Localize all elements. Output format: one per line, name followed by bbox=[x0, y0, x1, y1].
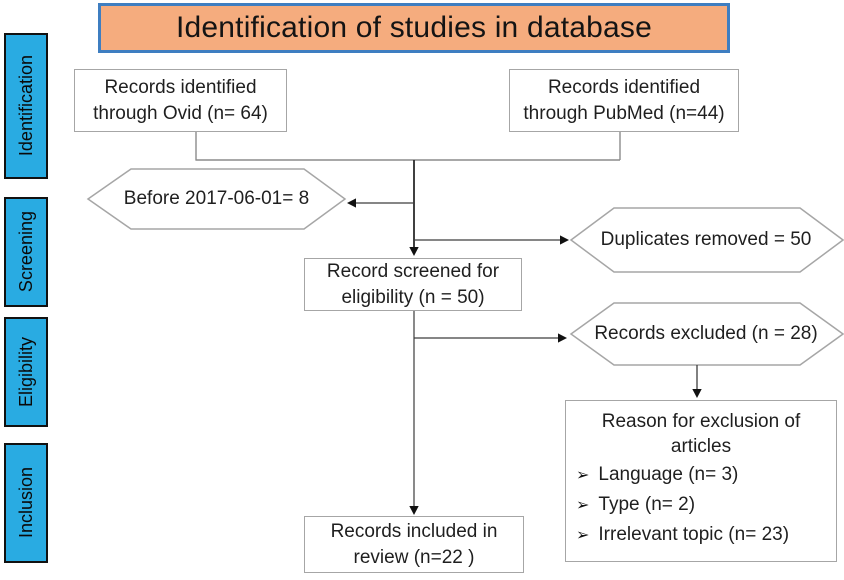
hexagon-excluded-shape bbox=[569, 302, 844, 366]
stage-screening-label: Screening bbox=[15, 211, 36, 293]
exclusion-reason-text: Language (n= 3) bbox=[598, 464, 739, 486]
records-included-box: Records included in review (n=22 ) bbox=[304, 516, 524, 573]
records-screened-box: Record screened for eligibility (n = 50) bbox=[304, 258, 522, 311]
stage-inclusion: Inclusion bbox=[4, 443, 48, 563]
exclusion-reason-text: Irrelevant topic (n= 23) bbox=[598, 523, 790, 545]
arrowhead-down-reason bbox=[692, 389, 702, 398]
exclusion-reasons-heading: Reason for exclusion of articles bbox=[601, 411, 801, 458]
exclusion-reason-text: Type (n= 2) bbox=[598, 494, 696, 516]
diagram-title: Identification of studies in database bbox=[98, 3, 730, 53]
exclusion-reasons-box: Reason for exclusion of articles ➢ Langu… bbox=[565, 400, 837, 562]
hexagon-before-shape bbox=[86, 168, 347, 230]
stage-screening: Screening bbox=[4, 197, 48, 307]
arrow-bullet-icon: ➢ bbox=[576, 526, 590, 544]
exclusion-reason-item: ➢ Type (n= 2) bbox=[576, 494, 828, 516]
arrowhead-down-screened bbox=[409, 247, 419, 256]
arrowhead-right-excluded bbox=[558, 333, 567, 343]
arrow-bullet-icon: ➢ bbox=[576, 497, 590, 515]
exclusion-reason-item: ➢ Irrelevant topic (n= 23) bbox=[576, 523, 828, 546]
stage-eligibility: Eligibility bbox=[4, 317, 48, 427]
arrowhead-right-duplicates bbox=[560, 235, 569, 245]
arrow-bullet-icon: ➢ bbox=[576, 467, 590, 485]
stage-eligibility-label: Eligibility bbox=[15, 336, 36, 408]
arrowhead-left-before bbox=[347, 198, 356, 208]
stage-inclusion-label: Inclusion bbox=[15, 467, 36, 539]
hexagon-duplicates-shape bbox=[569, 207, 844, 273]
arrowhead-down-included bbox=[409, 506, 419, 515]
stage-identification: Identification bbox=[4, 33, 48, 179]
exclusion-reasons-list: ➢ Language (n= 3) ➢ Type (n= 2) ➢ Irrele… bbox=[574, 464, 828, 555]
records-ovid-box: Records identified through Ovid (n= 64) bbox=[74, 69, 287, 132]
stage-identification-label: Identification bbox=[15, 55, 36, 157]
connector-merge-line bbox=[195, 132, 621, 161]
exclusion-reason-item: ➢ Language (n= 3) bbox=[576, 464, 828, 486]
records-pubmed-box: Records identified through PubMed (n=44) bbox=[509, 69, 739, 132]
